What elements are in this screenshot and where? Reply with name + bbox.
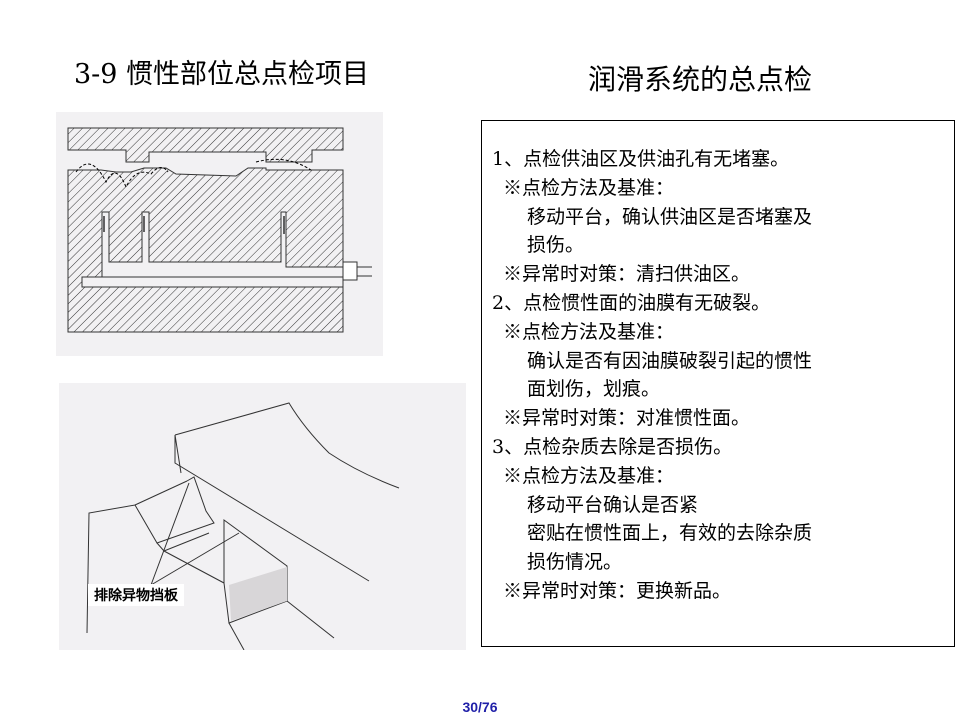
method-text: 损伤。 <box>527 234 585 256</box>
method-label: ※点检方法及基准： <box>503 321 675 343</box>
method-label: ※点检方法及基准： <box>503 465 675 487</box>
page-number: 30/76 <box>462 699 498 715</box>
debris-scraper-illustration <box>59 383 466 651</box>
figure-callout-label: 排除异物挡板 <box>88 584 184 606</box>
method-text: 移动平台确认是否紧 <box>527 494 699 516</box>
section-title: 润滑系统的总点检 <box>588 63 813 96</box>
lubrication-cross-section-diagram <box>56 112 383 356</box>
method-label: ※点检方法及基准： <box>503 177 675 199</box>
method-text: 损伤情况。 <box>527 551 623 573</box>
method-text: 面划伤，划痕。 <box>527 378 661 400</box>
inspection-items-box: 1、点检供油区及供油孔有无堵塞。 ※点检方法及基准： 移动平台，确认供油区是否堵… <box>481 120 955 647</box>
countermeasure-text: ※异常时对策：对准惯性面。 <box>503 407 751 429</box>
method-text: 确认是否有因油膜破裂引起的惯性 <box>527 350 813 372</box>
item-heading: 3、点检杂质去除是否损伤。 <box>492 436 733 458</box>
item-heading: 2、点检惯性面的油膜有无破裂。 <box>492 292 771 314</box>
slide-title: 3-9 惯性部位总点检项目 <box>74 59 370 90</box>
countermeasure-text: ※异常时对策：更换新品。 <box>503 580 732 602</box>
item-heading: 1、点检供油区及供油孔有无堵塞。 <box>492 148 790 170</box>
method-text: 密贴在惯性面上，有效的去除杂质 <box>527 522 813 544</box>
method-text: 移动平台，确认供油区是否堵塞及 <box>527 206 813 228</box>
countermeasure-text: ※异常时对策：清扫供油区。 <box>503 263 751 285</box>
